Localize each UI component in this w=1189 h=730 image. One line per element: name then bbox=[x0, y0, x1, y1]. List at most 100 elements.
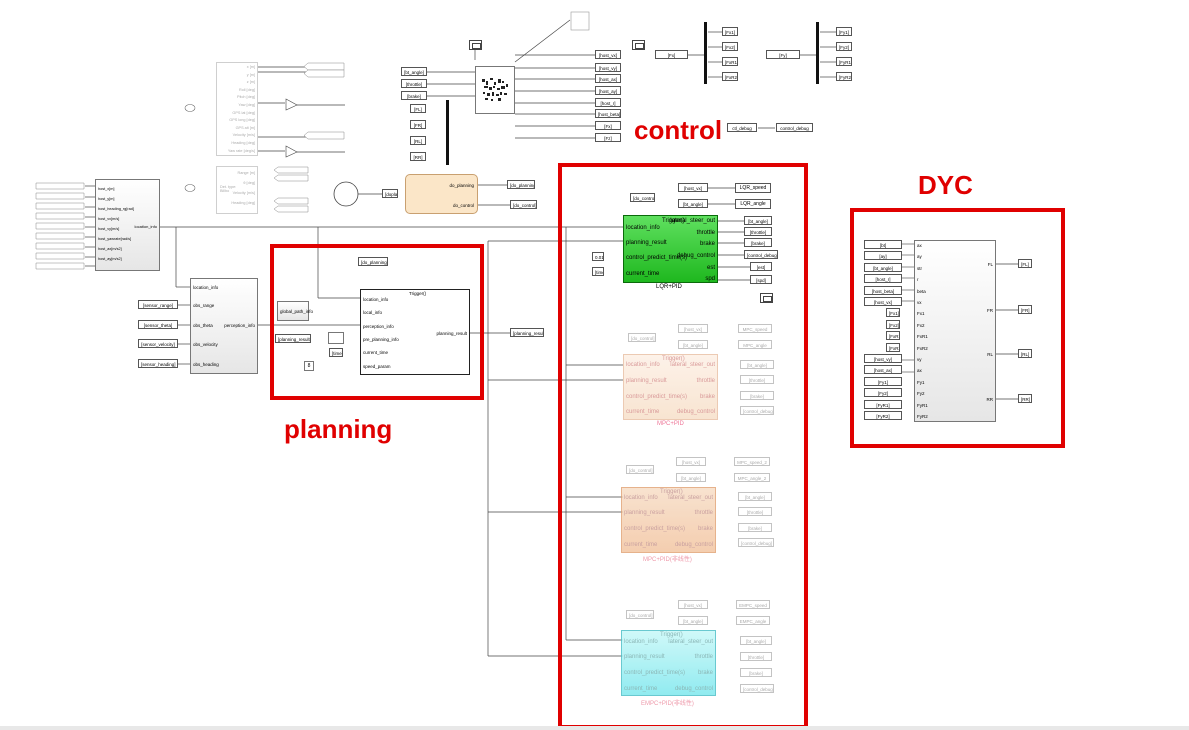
controller-input-port: current_time bbox=[624, 686, 658, 692]
goto-tag: [do_planning] bbox=[507, 180, 535, 189]
dyc-input-port: FxR2 bbox=[917, 345, 928, 351]
from-tag: [sensor_theta] bbox=[138, 320, 178, 329]
goto-tag: [FyR2] bbox=[836, 72, 852, 81]
dyc-input-port: Fx1 bbox=[917, 311, 925, 317]
vehicle-plant-block[interactable] bbox=[475, 66, 515, 114]
scope-icon[interactable] bbox=[469, 40, 482, 50]
trigger-port: Trigger() bbox=[662, 356, 685, 362]
mpc-pid-nonlinear-controller-block[interactable]: Trigger() location_info planning_result … bbox=[621, 487, 716, 553]
dyc-input-port: Fy1 bbox=[917, 379, 925, 385]
display-block: MPC_speed_2 bbox=[734, 457, 770, 466]
goto-tag: [RL] bbox=[1018, 349, 1032, 358]
goto-tag: [Fx1] bbox=[722, 27, 738, 36]
goto-tag: [host_vx] bbox=[595, 50, 621, 59]
from-tag: [host_r] bbox=[864, 274, 902, 284]
constant-block[interactable]: 8 bbox=[304, 361, 314, 371]
controller-input-port: location_info bbox=[626, 362, 660, 368]
goto-tag: [host_ay] bbox=[595, 86, 621, 95]
goto-tag: [brake] bbox=[738, 523, 772, 532]
mpc-pid-controller-block[interactable]: Trigger() location_info planning_result … bbox=[623, 354, 718, 420]
radar-sensor-block[interactable]: Range [m]θ [deg] Velocity [m/s]Heading [… bbox=[216, 166, 258, 214]
from-tag: [host_vx] bbox=[678, 183, 708, 192]
scope-icon[interactable] bbox=[760, 293, 773, 303]
location-fusion-block[interactable]: host_x[m]host_y[m] host_heading_rg[rad]h… bbox=[95, 179, 160, 271]
goto-tag: [brake] bbox=[740, 391, 774, 400]
from-tag: [Fx] bbox=[655, 50, 688, 59]
from-tag: [Fy2] bbox=[864, 388, 902, 398]
controller-output-port: throttle bbox=[696, 378, 715, 384]
dyc-input-port: Fx2 bbox=[917, 322, 925, 328]
controller-input-port: planning_result bbox=[626, 240, 667, 246]
controller-title: MPC+PID(非线性) bbox=[643, 557, 692, 563]
planning-input-port: perception_info bbox=[363, 324, 394, 329]
controller-output-port: debug_control bbox=[674, 686, 713, 692]
goto-tag: [host_r] bbox=[595, 98, 621, 107]
scheduler-stateflow-block[interactable]: do_planning do_control bbox=[405, 174, 478, 214]
controller-output-port: brake bbox=[699, 394, 715, 400]
radar-detection-label: Det. type: Billbo bbox=[220, 185, 237, 193]
from-tag: [do_planning] bbox=[358, 257, 388, 266]
from-tag: [bt_angle] bbox=[864, 262, 902, 272]
empc-pid-controller-block[interactable]: Trigger() location_info planning_result … bbox=[621, 630, 716, 696]
dyc-input-port: str bbox=[917, 265, 922, 271]
planning-input-port: local_info bbox=[363, 310, 383, 315]
from-tag: [time] bbox=[592, 267, 604, 276]
controller-input-port: current_time bbox=[626, 271, 660, 277]
perception-input-port: obs_heading bbox=[193, 362, 219, 367]
radar-port-list: Range [m]θ [deg] Velocity [m/s]Heading [… bbox=[231, 171, 255, 205]
goto-tag: [Fy1] bbox=[836, 27, 852, 36]
location-input-tags bbox=[35, 182, 85, 270]
controller-input-port: location_info bbox=[626, 225, 660, 231]
dyc-output-port: RL bbox=[987, 352, 993, 357]
dyc-input-port: vy bbox=[917, 357, 922, 362]
canvas-scrollbar[interactable] bbox=[0, 726, 1189, 730]
bus-line bbox=[446, 100, 449, 165]
goto-tag: [control_debug] bbox=[744, 250, 778, 259]
from-tag: [do_control] bbox=[626, 465, 654, 474]
goto-tag: [RR] bbox=[410, 152, 426, 161]
goto-tag: [FyR1] bbox=[836, 57, 852, 66]
from-tag: [bt_angle] bbox=[678, 616, 708, 625]
dyc-input-port: Fy2 bbox=[917, 391, 925, 397]
lqr-pid-controller-block[interactable]: Trigger() location_info planning_result … bbox=[623, 215, 718, 283]
planning-subsystem-block[interactable]: Trigger() location_info local_info perce… bbox=[360, 289, 470, 375]
goto-tag: [control_debug] bbox=[738, 538, 774, 547]
scope-icon[interactable] bbox=[632, 40, 645, 50]
from-tag: [Fy] bbox=[766, 50, 800, 59]
perception-input-port: location_info bbox=[193, 285, 219, 290]
dyc-input-port: ax bbox=[917, 368, 922, 374]
controller-title: EMPC+PID(非线性) bbox=[641, 701, 694, 707]
planning-trigger-port: Trigger() bbox=[409, 291, 427, 296]
controller-output-port: lateral_steer_out bbox=[668, 495, 713, 501]
from-tag: [host_vy] bbox=[864, 354, 902, 363]
dyc-output-port: RR bbox=[986, 397, 994, 402]
goto-tag: [throttle] bbox=[738, 507, 772, 516]
imu-gps-sensor-block[interactable]: x [m]y [m]z [m] Roll [deg]Pitch [deg]Yaw… bbox=[216, 62, 258, 156]
display-block: MPC_angle bbox=[738, 340, 772, 349]
from-tag: [do_control] bbox=[628, 333, 656, 342]
trigger-port: Trigger() bbox=[660, 632, 683, 638]
delay-block[interactable] bbox=[328, 332, 344, 344]
scheduler-output-port: do_planning bbox=[449, 183, 474, 188]
scope-output-tag: control_debug bbox=[776, 123, 813, 132]
controller-input-port: planning_result bbox=[624, 510, 665, 516]
controller-title: LQR+PID bbox=[656, 284, 682, 290]
global-path-block[interactable]: global_path_info bbox=[277, 301, 313, 321]
goto-tag: [planning_result] bbox=[510, 328, 544, 337]
goto-tag: [RL] bbox=[410, 136, 426, 145]
planning-input-port: speed_param bbox=[363, 364, 391, 369]
trigger-port: Trigger() bbox=[662, 218, 685, 224]
goto-tag: [Fx] bbox=[595, 121, 621, 130]
goto-tag: [FL] bbox=[410, 104, 426, 113]
from-tag: [bt_angle] bbox=[678, 199, 708, 208]
perception-block[interactable]: location_info obs_range obs_theta obs_ve… bbox=[190, 278, 258, 374]
goto-tag: [Fy2] bbox=[836, 42, 852, 51]
from-tag: [host_vx] bbox=[678, 324, 708, 333]
controller-input-port: planning_result bbox=[624, 654, 665, 660]
scheduler-output-port: do_control bbox=[452, 203, 474, 208]
goto-tag: [do_control] bbox=[510, 200, 537, 209]
goto-tag: [host_beta] bbox=[595, 109, 621, 118]
from-tag: [Fx1] bbox=[886, 308, 900, 318]
